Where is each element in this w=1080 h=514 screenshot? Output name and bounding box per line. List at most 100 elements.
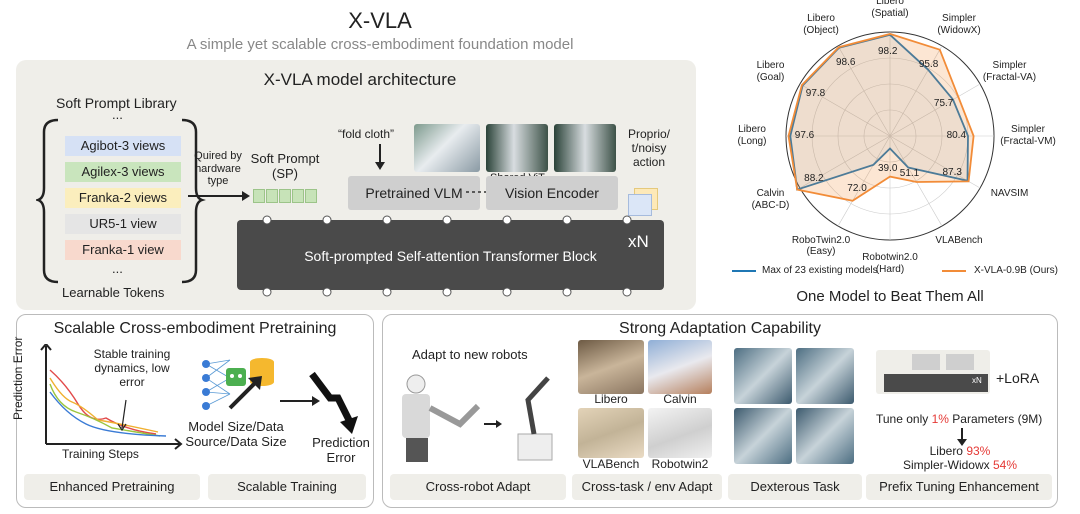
radar-axis-label: Libero (Long)	[737, 124, 767, 147]
radar-spoke	[837, 45, 891, 137]
lora-label: +LoRA	[996, 370, 1040, 386]
radar-axis-label: Libero (Goal)	[756, 60, 785, 83]
radar-value-label: 97.8	[805, 88, 826, 100]
dexterous-image	[796, 408, 854, 464]
prediction-error-label: Prediction Error	[312, 435, 370, 465]
libero-image	[578, 340, 644, 394]
radar-value-label: 88.2	[804, 172, 824, 184]
radar-spoke	[889, 83, 981, 137]
soft-prompt-token	[279, 189, 291, 203]
footer-prefix-tuning: Prefix Tuning Enhancement	[866, 474, 1052, 500]
new-robots-label: Adapt to new robots	[412, 347, 528, 362]
vlabench-label: VLABench	[582, 457, 640, 471]
dexterous-image	[796, 348, 854, 404]
library-view-item: Agilex-3 views	[65, 162, 181, 182]
ours-series	[787, 32, 975, 202]
vlabench-image	[578, 408, 644, 458]
legend-swatch-baseline	[732, 270, 756, 272]
legend-swatch-ours	[942, 270, 966, 272]
legend-ours: X-VLA-0.9B (Ours)	[974, 265, 1058, 276]
arrow-right-icon	[280, 396, 320, 406]
radar-spoke	[889, 45, 943, 137]
robots-image	[402, 374, 553, 462]
training-curve-chart	[40, 344, 183, 450]
radar-spoke	[799, 83, 891, 137]
library-view-item: Agibot-3 views	[65, 136, 181, 156]
radar-axis-label: RoboTwin2.0 (Easy)	[791, 234, 851, 258]
network-database-icon	[202, 358, 274, 410]
mini-repeat-label: xN	[972, 376, 982, 385]
arrow-down-icon	[375, 144, 385, 170]
libero-score: Libero 93%	[929, 444, 991, 458]
proprio-label: Proprio/ t/noisy action	[627, 127, 671, 169]
y-axis-label: Prediction Error	[11, 336, 25, 420]
radar-axis-label: Simpler (Fractal-VA)	[982, 60, 1037, 83]
radar-spoke	[799, 135, 891, 189]
pretrained-vlm-box	[348, 176, 480, 210]
radar-axis-label: Simpler (Fractal-VM)	[1000, 124, 1056, 147]
library-ellipsis-bottom: ...	[112, 261, 123, 276]
library-title: Soft Prompt Library	[56, 95, 177, 111]
footer-cross-robot: Cross-robot Adapt	[390, 474, 566, 500]
radar-axis-label: NAVSIM	[990, 188, 1029, 199]
vision-encoder-label: Vision Encoder	[505, 185, 599, 201]
soft-prompt-token	[253, 189, 265, 203]
footer-enhanced-pretraining: Enhanced Pretraining	[24, 474, 200, 500]
camera-view-image	[414, 124, 480, 172]
library-view-item: Franka-1 view	[65, 240, 181, 260]
dexterous-image	[734, 348, 792, 404]
library-brackets	[36, 118, 206, 284]
token-connectors	[262, 215, 632, 297]
page-title: X-VLA	[348, 8, 412, 33]
page-subtitle: A simple yet scalable cross-embodiment f…	[186, 36, 574, 53]
arrow-down-icon	[957, 428, 967, 446]
radar-axis-label: Libero (Spatial)	[871, 0, 909, 19]
pretrained-vlm-label: Pretrained VLM	[365, 185, 463, 201]
model-size-label: Model Size/Data Source/Data Size	[185, 419, 287, 449]
radar-value-label: 51.1	[899, 167, 920, 179]
robotwin2-image	[648, 408, 712, 458]
transformer-block	[237, 220, 664, 290]
calvin-image	[648, 340, 712, 394]
footer-dexterous: Dexterous Task	[728, 474, 862, 500]
libero-label: Libero	[594, 392, 628, 406]
stable-training-note: Stable training dynamics, low error	[93, 347, 171, 389]
instruction-text: “fold cloth”	[338, 127, 395, 141]
radar-value-label: 95.8	[918, 59, 939, 71]
tune-text: Tune only 1% Parameters (9M)	[876, 412, 1043, 426]
legend-baseline: Max of 23 existing models	[762, 265, 878, 276]
radar-value-label: 87.3	[942, 167, 962, 179]
repeat-label: xN	[628, 232, 649, 251]
pretrain-title: Scalable Cross-embodiment Pretraining	[53, 320, 337, 337]
arrow-right-icon	[188, 191, 250, 201]
soft-prompt-token	[292, 189, 304, 203]
radar-value-label: 98.6	[835, 57, 856, 69]
radar-value-label: 97.6	[794, 130, 815, 141]
library-view-item: UR5-1 view	[65, 214, 181, 234]
radar-value-label: 72.0	[847, 183, 867, 195]
simpler-score: Simpler-Widowx 54%	[902, 458, 1018, 472]
library-ellipsis-top: ...	[112, 107, 123, 122]
radar-axis-label: Calvin (ABC-D)	[751, 188, 790, 211]
mini-encoder-box	[946, 354, 974, 370]
radar-value-label: 80.4	[946, 130, 967, 141]
learnable-tokens-label: Learnable Tokens	[62, 285, 165, 300]
radar-axis-label: Simpler (WidowX)	[937, 13, 981, 36]
radar-value-label: 39.0	[878, 163, 898, 175]
mini-vlm-box	[912, 354, 940, 370]
footer-scalable-training: Scalable Training	[208, 474, 366, 500]
vision-encoder-box	[486, 176, 618, 210]
mini-transformer	[884, 374, 988, 392]
x-axis-label: Training Steps	[62, 447, 139, 461]
radar-title: One Model to Beat Them All	[796, 288, 984, 305]
footer-cross-task: Cross-task / env Adapt	[572, 474, 722, 500]
soft-prompt-token	[305, 189, 317, 203]
calvin-label: Calvin	[663, 392, 697, 406]
proprio-token	[628, 194, 652, 216]
radar-axis-label: Libero (Object)	[803, 13, 839, 36]
radar-value-label: 98.2	[878, 46, 898, 58]
dexterous-image	[734, 408, 792, 464]
radar-axis-label: VLABench	[935, 234, 983, 246]
radar-axis-label: Robotwin2.0 (Hard)	[862, 252, 918, 275]
architecture-title: X-VLA model architecture	[263, 70, 457, 89]
